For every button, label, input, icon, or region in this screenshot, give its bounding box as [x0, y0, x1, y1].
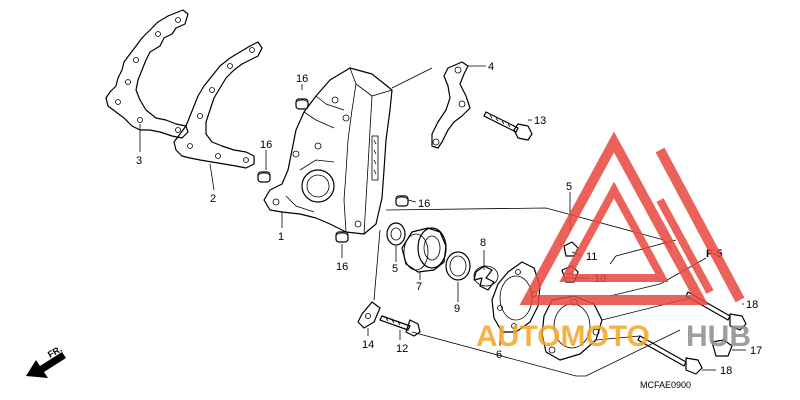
callout-9: 9: [454, 303, 460, 315]
dowel-pin-top: [295, 98, 309, 110]
callout-16-left: 16: [260, 139, 272, 151]
clip-14: [357, 301, 381, 329]
callout-14: 14: [362, 339, 374, 351]
dowel-pin-left: [257, 171, 271, 183]
callout-2: 2: [210, 193, 216, 205]
callout-18-bottom: 18: [720, 365, 732, 377]
callout-7: 7: [416, 281, 422, 293]
bracket-4: [431, 61, 471, 149]
bolt-18-bottom: [637, 335, 703, 375]
bolt-13: [483, 111, 533, 141]
watermark-text-orange: AUTOMOTO: [476, 320, 650, 353]
fr-arrow: FR.: [26, 344, 66, 378]
diagram-code: MCFAE0900: [640, 380, 691, 390]
watermark-logo: AUTOMOTO HUB: [476, 131, 751, 353]
callout-18-top: 18: [746, 299, 758, 311]
callout-5-mid: 5: [392, 263, 398, 275]
dowel-pin-mid: [395, 195, 409, 207]
callouts: 3 2 1 16 16 16 16 4 13 5 11 10 5 7 8 9 6…: [136, 61, 762, 377]
callout-3: 3: [136, 155, 142, 167]
bolt-18-top: [685, 291, 747, 331]
callout-1: 1: [278, 231, 284, 243]
callout-11: 11: [586, 251, 597, 263]
gasket-2: [173, 41, 263, 169]
callout-6: 6: [496, 349, 502, 361]
callout-13: 13: [534, 115, 546, 127]
spring-8: [473, 265, 499, 291]
cover-body-1: [263, 67, 393, 235]
callout-16-mid: 16: [418, 198, 430, 210]
bolt-12: [379, 315, 421, 337]
oil-seal-5: [386, 222, 406, 246]
watermark-text-grey: HUB: [686, 320, 751, 353]
leader-lines: [139, 65, 746, 371]
callout-12: 12: [396, 343, 408, 355]
callout-4: 4: [488, 61, 494, 73]
callout-16-top: 16: [296, 73, 308, 85]
callout-5-top: 5: [566, 181, 572, 193]
o-ring-9: [445, 251, 471, 281]
callout-17: 17: [750, 345, 762, 357]
callout-8: 8: [480, 237, 486, 249]
dowel-pins-16: [257, 98, 409, 243]
collar-7: [401, 227, 447, 273]
bolt-17: [711, 339, 733, 357]
dowel-pin-low: [335, 231, 349, 243]
watermark-triangle-icon: [519, 131, 745, 305]
callout-16-low: 16: [336, 261, 348, 273]
gasket-3: [105, 9, 189, 139]
